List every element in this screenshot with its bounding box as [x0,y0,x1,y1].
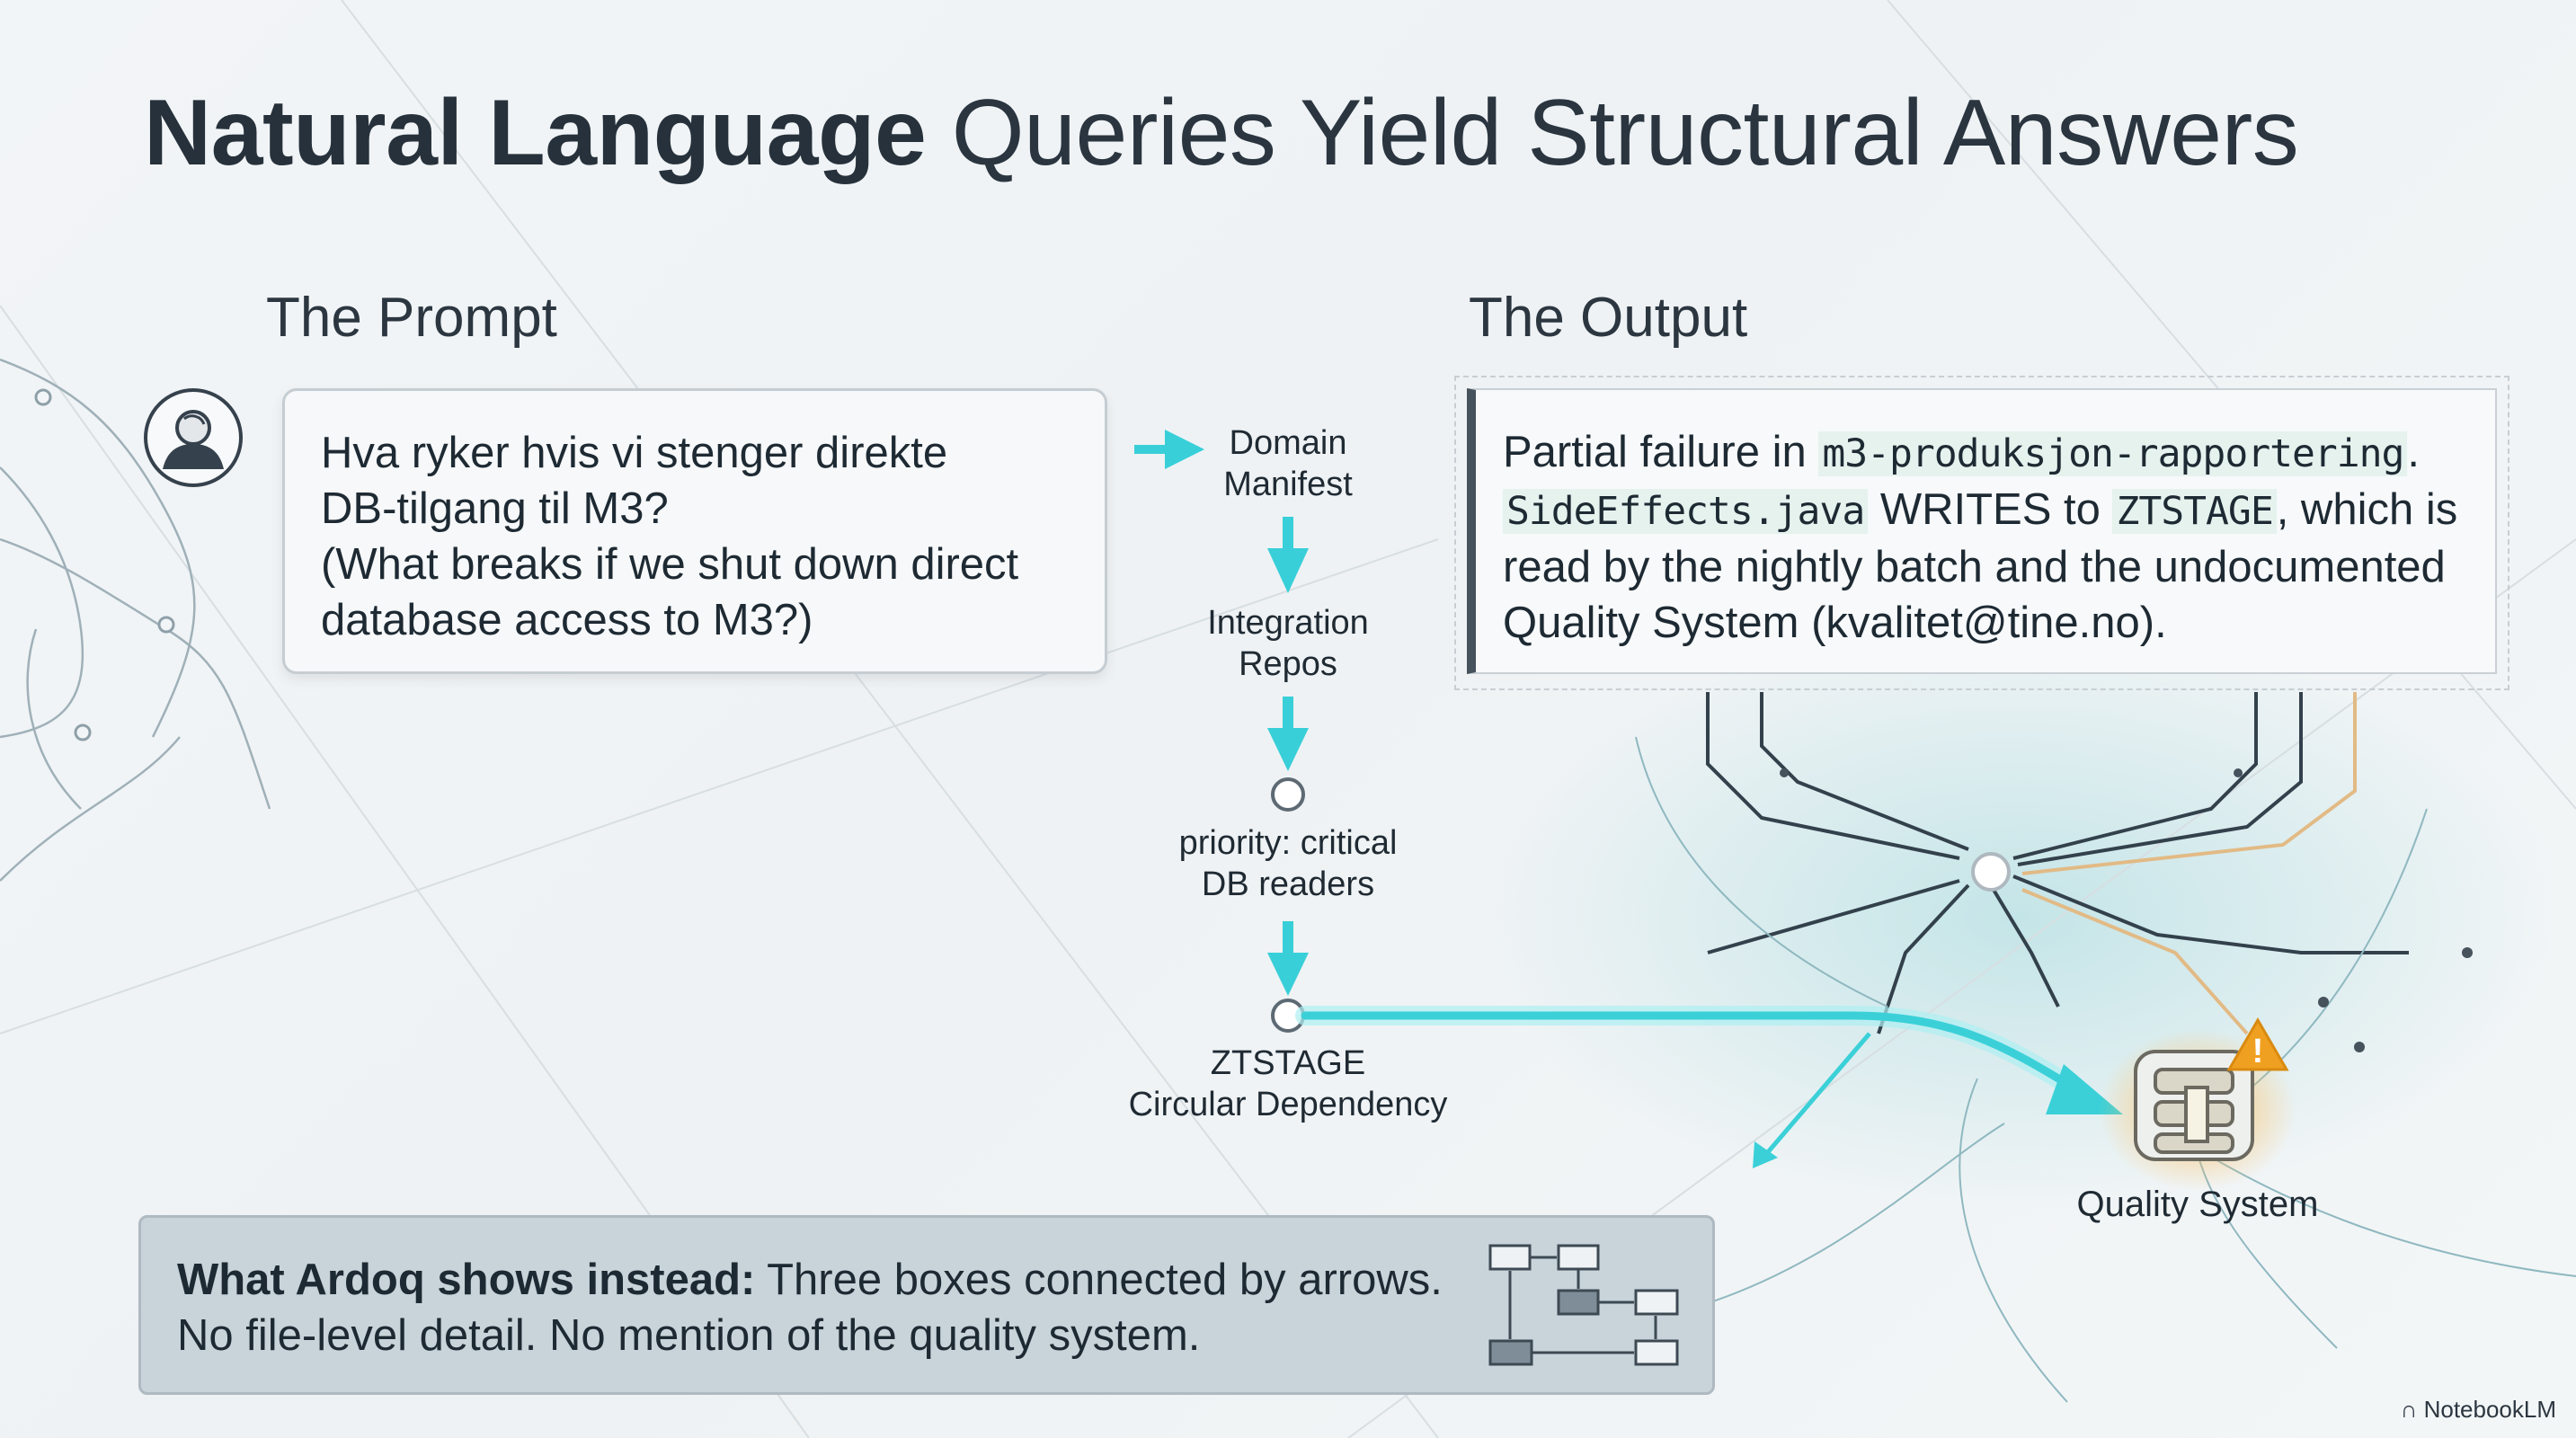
prompt-bubble: Hva ryker hvis vi stenger direkte DB-til… [282,388,1107,674]
comparison-line-1: What Ardoq shows instead: Three boxes co… [177,1256,1443,1304]
output-panel: Partial failure in m3-produksjon-rapport… [1467,388,2497,674]
code-file-name: SideEffects.java [1503,489,1869,534]
database-icon [2134,1050,2254,1161]
output-line-1: Partial failure in m3-produksjon-rapport… [1503,428,2421,476]
comparison-line-2: No file-level detail. No mention of the … [177,1311,1201,1360]
page-title: Natural Language Queries Yield Structura… [144,81,2299,185]
notebooklm-logo: ∩︎ NotebookLM [2400,1396,2556,1423]
quality-system-label: Quality System [2076,1185,2319,1224]
prompt-line: Hva ryker hvis vi stenger direkte [321,429,948,477]
notebooklm-icon: ∩︎ [2400,1396,2424,1423]
warning-icon: ! [2226,1017,2289,1071]
user-avatar-icon [144,388,243,487]
comparison-callout: What Ardoq shows instead: Three boxes co… [138,1215,1715,1395]
output-line-2: SideEffects.java WRITES to ZTSTAGE, whic… [1503,482,2472,539]
ardoq-diagram-icon [1488,1244,1679,1366]
output-line-3: read by the nightly batch and the undocu… [1503,543,2446,591]
output-frame [1454,376,2509,690]
prompt-line: (What breaks if we shut down direct [321,540,1019,589]
prompt-heading: The Prompt [266,287,557,349]
code-repo-name: m3-produksjon-rapportering [1818,431,2408,476]
code-table-name: ZTSTAGE [2112,489,2277,534]
prompt-line: DB-tilgang til M3? [321,484,669,533]
output-heading: The Output [1469,287,1748,349]
output-line-4: Quality System (kvalitet@tine.no). [1503,599,2167,647]
svg-text:!: ! [2252,1033,2264,1070]
prompt-line: database access to M3?) [321,596,813,644]
